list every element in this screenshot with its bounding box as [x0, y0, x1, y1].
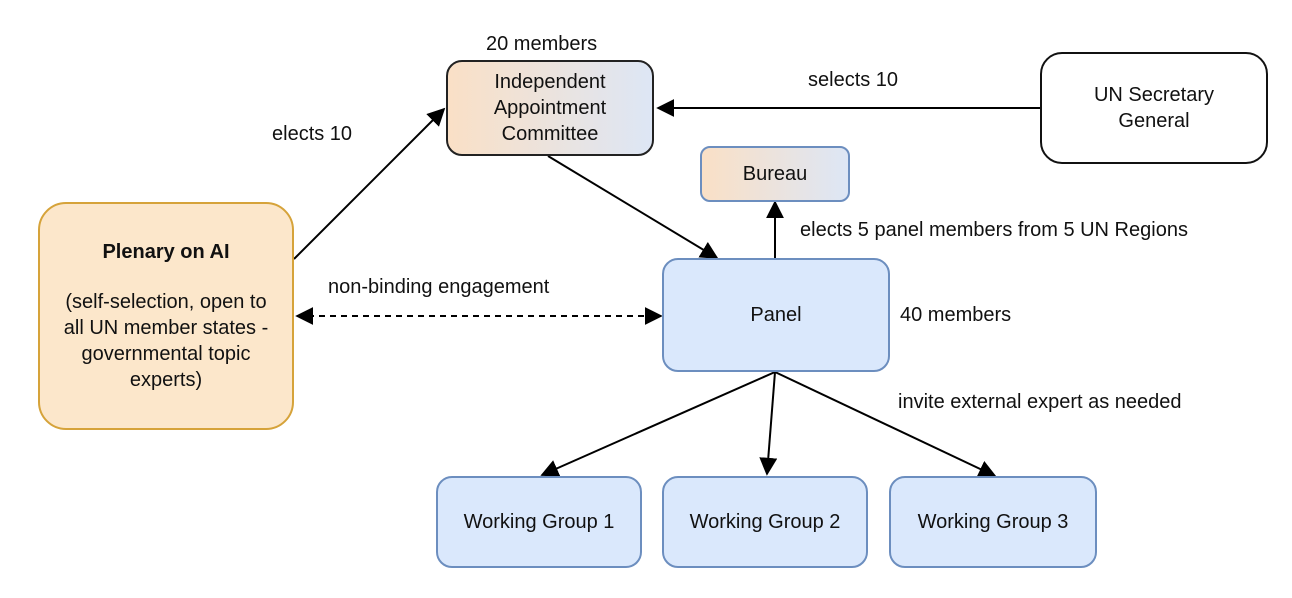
iac-line-3: Committee	[501, 123, 599, 145]
plenary-line-4: experts)	[129, 369, 203, 391]
bureau-elects-label: elects 5 panel members from 5 UN Regions	[800, 219, 1188, 241]
wg1-label: Working Group 1	[463, 511, 615, 533]
wg2-label: Working Group 2	[689, 511, 841, 533]
plenary-line-1: (self-selection, open to	[65, 291, 267, 313]
independent-appointment-committee: Independent Appointment Committee	[446, 60, 654, 156]
iac-line-2: Appointment	[493, 97, 607, 119]
plenary-line-3: governmental topic	[81, 343, 251, 365]
panel-members-label: 40 members	[900, 304, 1012, 326]
external-expert-label: invite external expert as needed	[898, 391, 1182, 413]
iac-members-label: 20 members	[486, 33, 598, 55]
arrow-panel-to-wg3	[774, 371, 997, 478]
unsg-line-1: UN Secretary	[1093, 84, 1215, 106]
plenary-title: Plenary on AI	[102, 241, 230, 263]
panel: Panel	[662, 258, 890, 372]
working-group-3: Working Group 3	[889, 476, 1097, 568]
elects-label: elects 10	[272, 123, 353, 145]
plenary-line-2: all UN member states -	[63, 317, 269, 339]
arrow-panel-to-wg2	[759, 371, 778, 476]
arrow-panel-to-wg1	[540, 371, 776, 477]
wg3-label: Working Group 3	[917, 511, 1069, 533]
un-secretary-general: UN Secretary General	[1040, 52, 1268, 164]
bureau: Bureau	[700, 146, 850, 202]
engagement-label: non-binding engagement	[328, 276, 550, 298]
unsg-line-2: General	[1118, 110, 1190, 132]
bureau-label: Bureau	[742, 163, 808, 185]
arrow-iac-to-panel	[547, 155, 719, 259]
arrow-plenary-to-iac	[293, 107, 446, 260]
selects-label: selects 10	[808, 69, 899, 91]
iac-line-1: Independent	[494, 71, 606, 93]
working-group-2: Working Group 2	[662, 476, 868, 568]
plenary-on-ai: Plenary on AI (self-selection, open to a…	[38, 202, 294, 430]
panel-label: Panel	[750, 304, 802, 326]
working-group-1: Working Group 1	[436, 476, 642, 568]
